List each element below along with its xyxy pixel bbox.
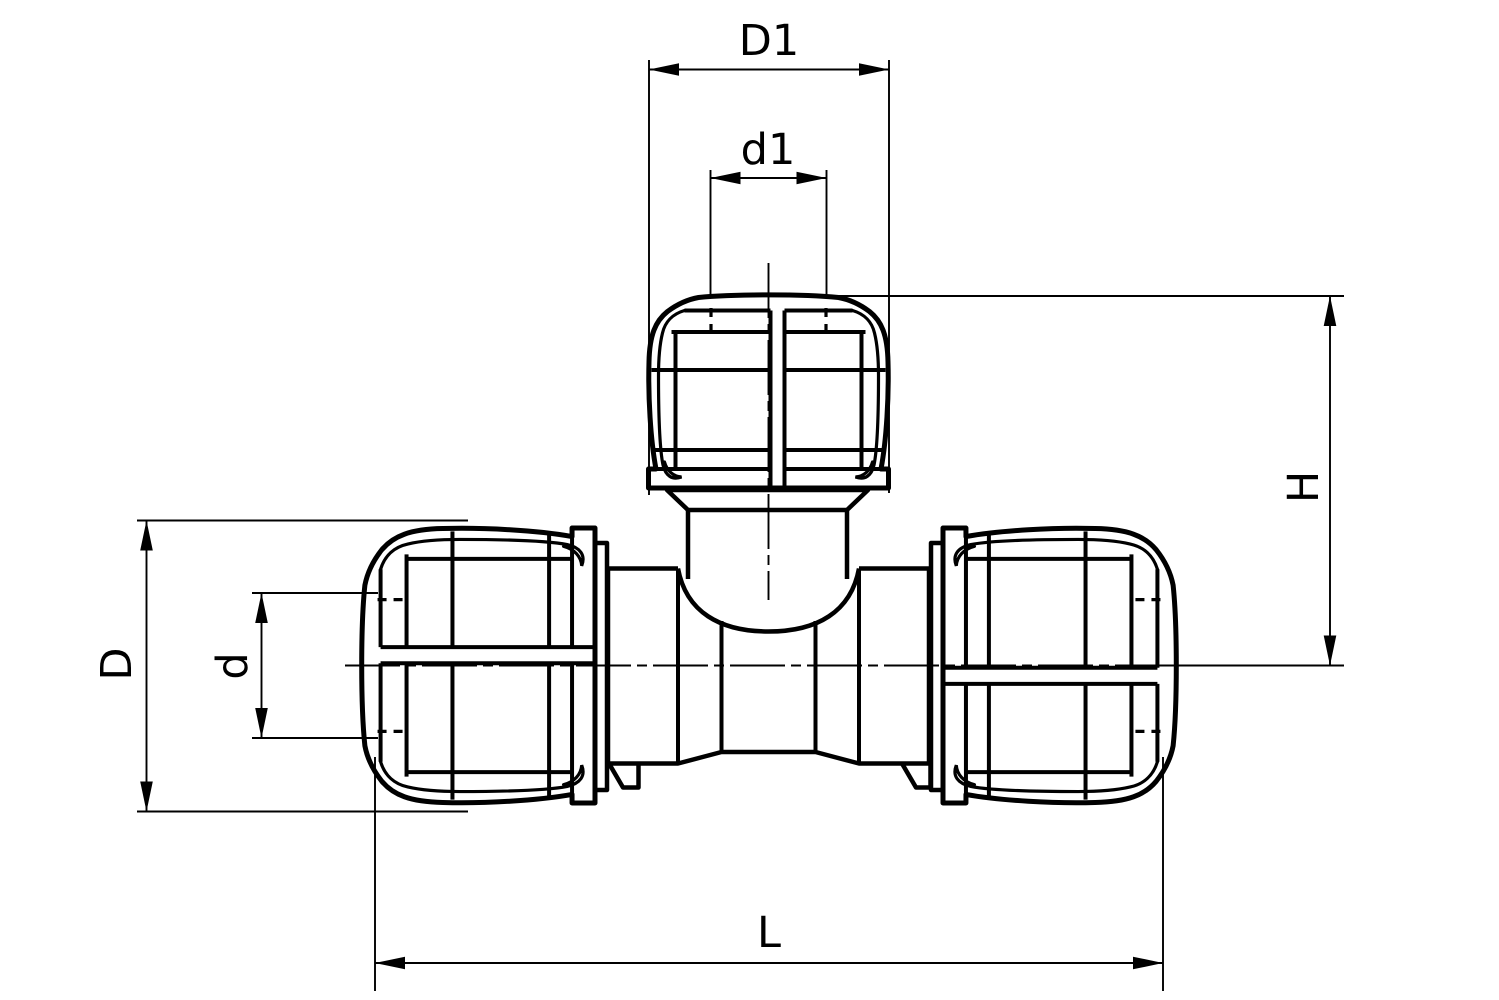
body-center-cylinder-walls <box>719 621 818 752</box>
dimension-d1-arrow-left <box>710 171 741 185</box>
left-stop-tab <box>607 762 641 790</box>
dimension-d1-extension-lines <box>709 170 828 296</box>
dimension-d-extension-lines <box>252 592 378 739</box>
dimension-d-arrow-top <box>255 593 268 623</box>
dimension-H-label: H <box>1279 471 1329 503</box>
saddle-curve <box>675 568 862 634</box>
right-stop-tab <box>900 762 933 790</box>
dimension-D-extension-lines <box>137 519 468 813</box>
dimension-D1-extension-lines <box>648 60 890 495</box>
dimension-L-arrow-right <box>1133 956 1163 970</box>
dimension-L-arrow-left <box>375 956 405 970</box>
dimension-d1-label: d1 <box>741 125 796 175</box>
dimension-H-arrow-bottom <box>1323 635 1337 666</box>
branch-collar-trapezoid <box>664 487 871 513</box>
body-bottom-profile <box>608 749 929 766</box>
dimension-d: d <box>208 592 378 739</box>
dimension-D-arrow-top <box>140 520 153 551</box>
dimension-L-extension-lines <box>374 757 1164 991</box>
branch-cylinder-walls <box>685 510 850 579</box>
dimensions: D1 d1 D d H <box>92 16 1344 991</box>
dimension-D1-label: D1 <box>739 16 799 66</box>
dimension-d1: d1 <box>709 125 828 296</box>
dimension-d-arrow-bottom <box>255 708 268 738</box>
dimension-d1-arrow-right <box>796 171 827 185</box>
dimension-L-label: L <box>757 908 781 958</box>
dimension-H: H <box>837 295 1344 667</box>
dimension-D1-arrow-right <box>859 63 889 76</box>
dimension-H-arrow-top <box>1323 296 1337 326</box>
dimension-D1: D1 <box>648 16 890 495</box>
dimension-D: D <box>92 519 468 813</box>
dimension-d-label: d <box>208 652 258 679</box>
dimension-D-label: D <box>92 647 142 680</box>
dimension-H-extension-lines <box>837 295 1344 667</box>
dimension-D-arrow-bottom <box>140 781 153 812</box>
dimension-L: L <box>374 757 1164 991</box>
dimension-D1-arrow-left <box>649 63 679 76</box>
